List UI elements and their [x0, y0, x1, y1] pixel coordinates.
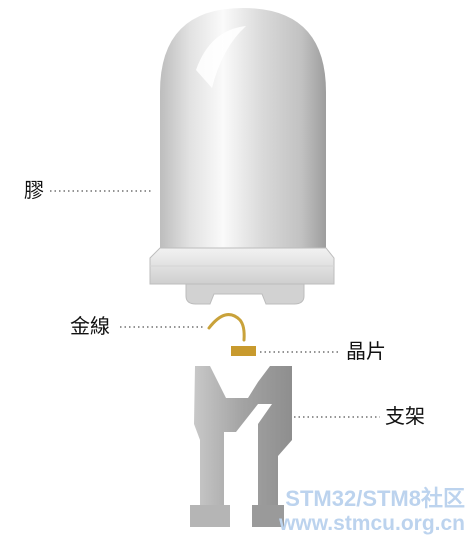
- chip-label: 晶片: [346, 339, 386, 363]
- lead-frame: [190, 366, 292, 527]
- gold-wire-label: 金線: [70, 314, 110, 338]
- epoxy-dome: [149, 8, 335, 305]
- frame-label: 支架: [385, 404, 425, 428]
- watermark-line1: STM32/STM8社区: [285, 486, 465, 511]
- chip: [231, 346, 256, 356]
- watermark-line2: www.stmcu.org.cn: [279, 512, 465, 535]
- gold-wire: [207, 313, 246, 342]
- glue-label: 膠: [24, 178, 44, 202]
